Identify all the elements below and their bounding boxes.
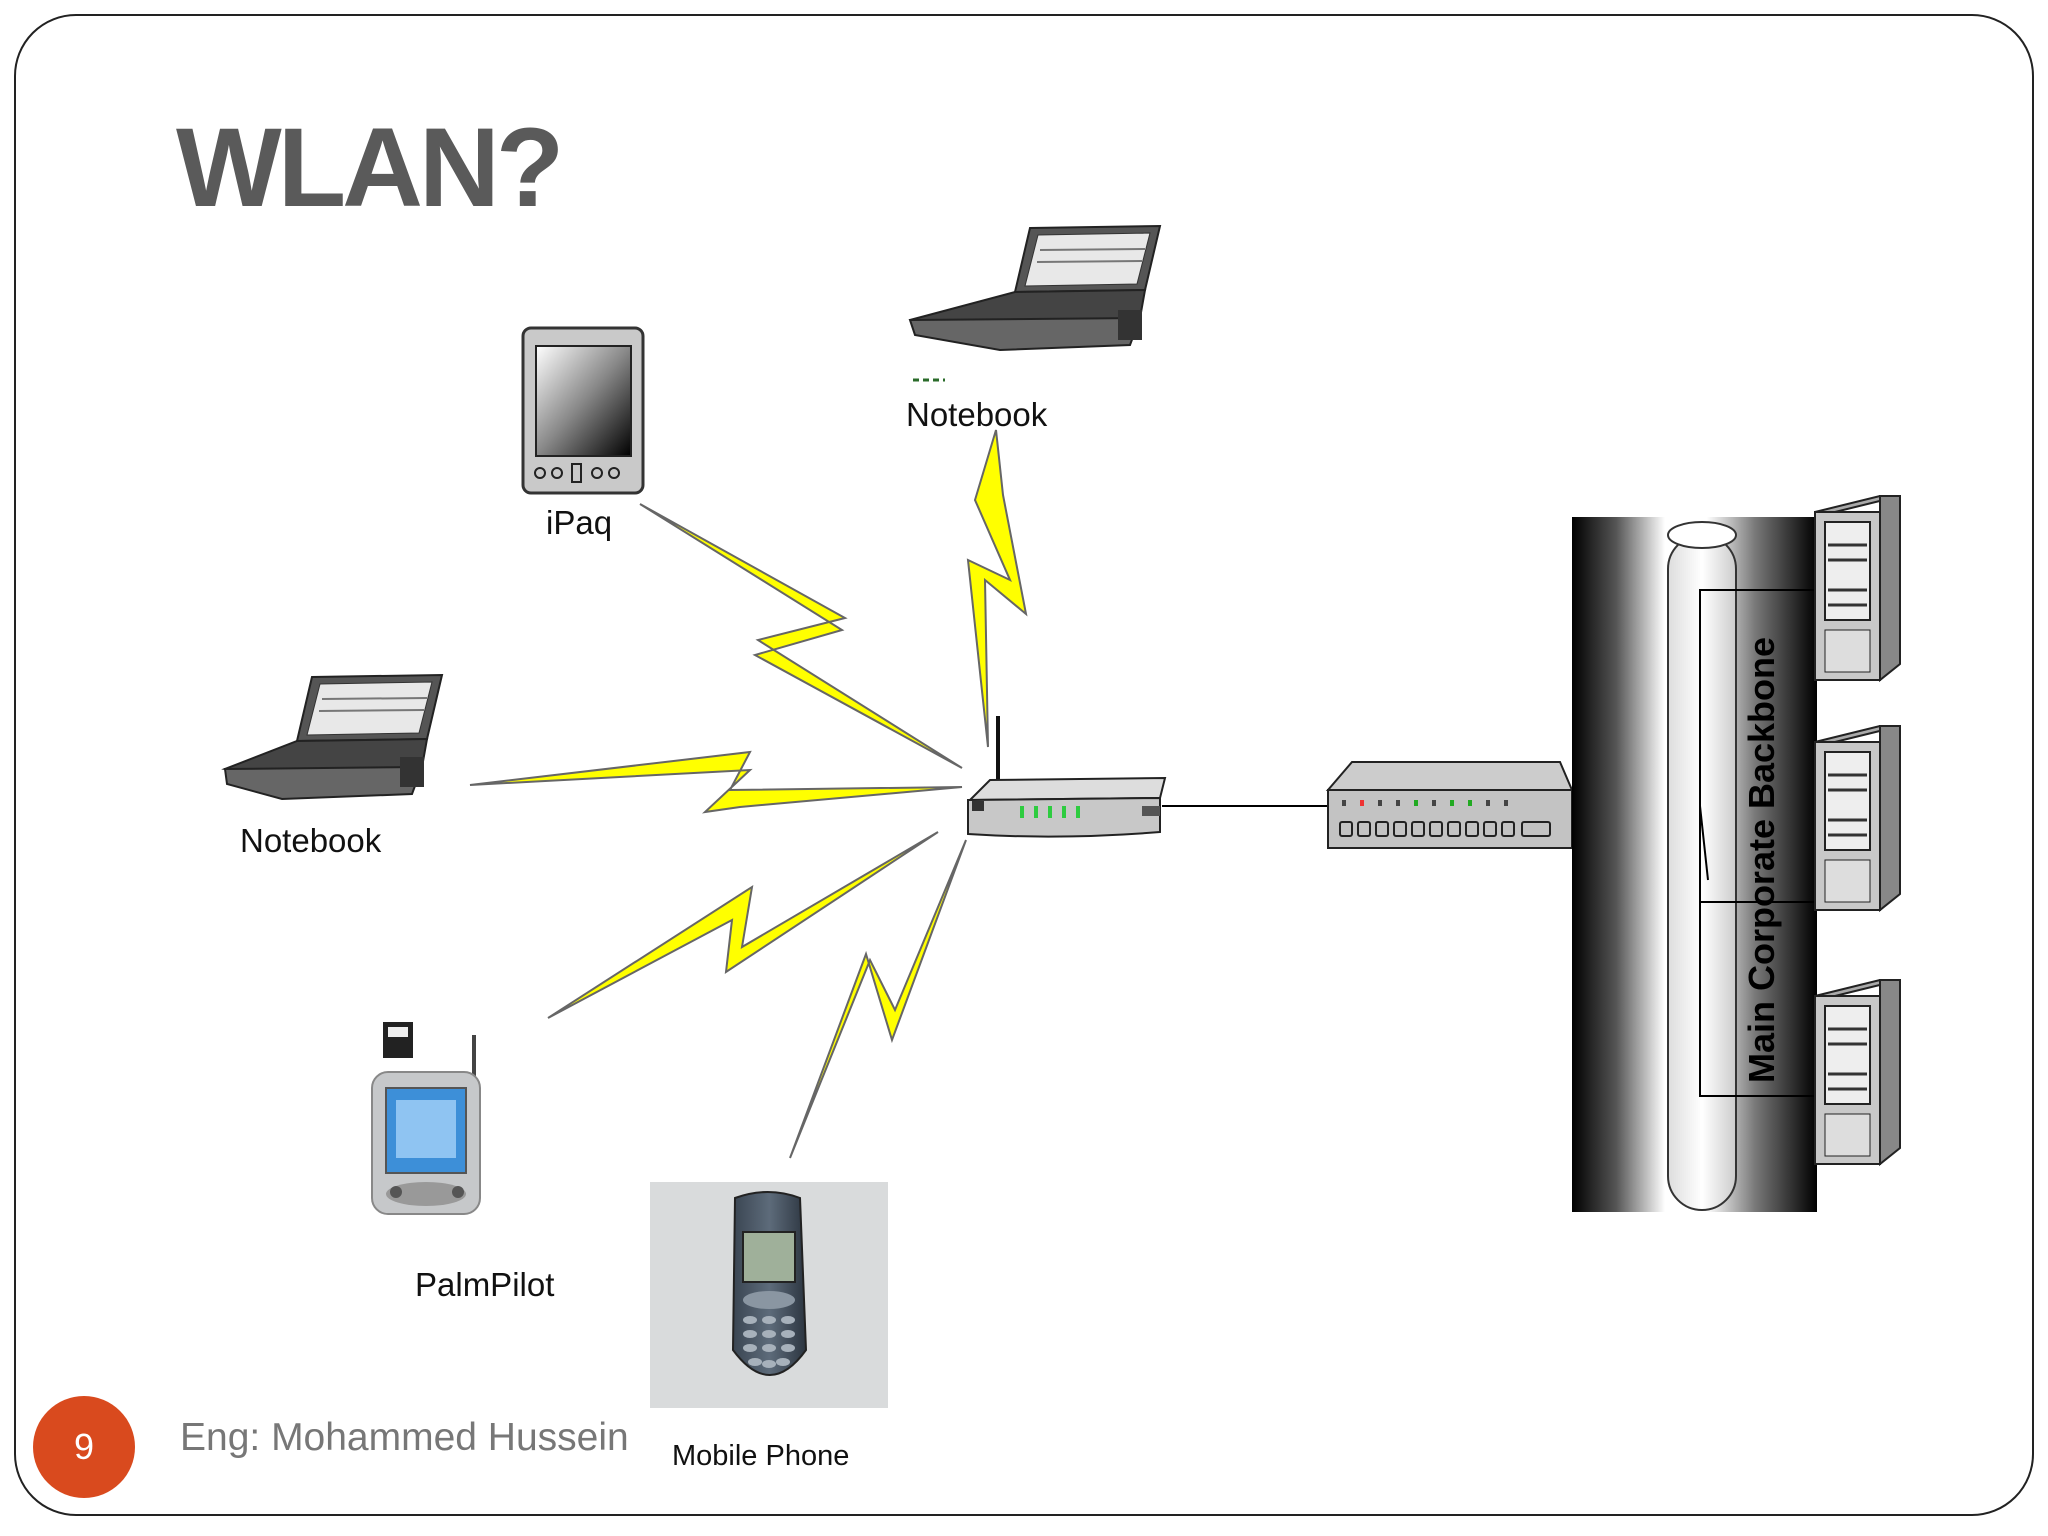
slide-title: WLAN?	[176, 105, 564, 230]
access-point-device	[967, 716, 1167, 838]
page-number-badge: 9	[33, 1396, 135, 1498]
palmpilot-device	[371, 1022, 481, 1215]
notebook-left-label: Notebook	[240, 822, 382, 859]
wireless-link-ipaq	[639, 503, 963, 769]
notebook-top-device	[908, 224, 1162, 382]
wireless-link-mobile-phone	[789, 839, 967, 1159]
page-number: 9	[73, 1426, 95, 1467]
palmpilot-label: PalmPilot	[415, 1266, 555, 1303]
notebook-left-device	[221, 673, 444, 801]
backbone-label: Main Corporate Backbone	[1741, 636, 1782, 1084]
mobile-phone-device	[650, 1182, 888, 1408]
ipaq-label: iPaq	[546, 504, 613, 541]
corporate-backbone	[1572, 517, 1817, 1212]
server-top	[1814, 495, 1901, 683]
server-middle	[1814, 725, 1901, 913]
wireless-link-notebook-top	[966, 429, 1028, 748]
ipaq-device	[521, 326, 645, 495]
author-footer: Eng: Mohammed Hussein	[180, 1416, 629, 1459]
wireless-link-notebook-left	[469, 750, 963, 814]
network-switch-device	[1325, 761, 1574, 849]
server-bottom	[1814, 979, 1901, 1167]
mobile-phone-label: Mobile Phone	[672, 1440, 850, 1472]
notebook-top-label: Notebook	[906, 396, 1048, 433]
wireless-link-palmpilot	[547, 831, 939, 1019]
